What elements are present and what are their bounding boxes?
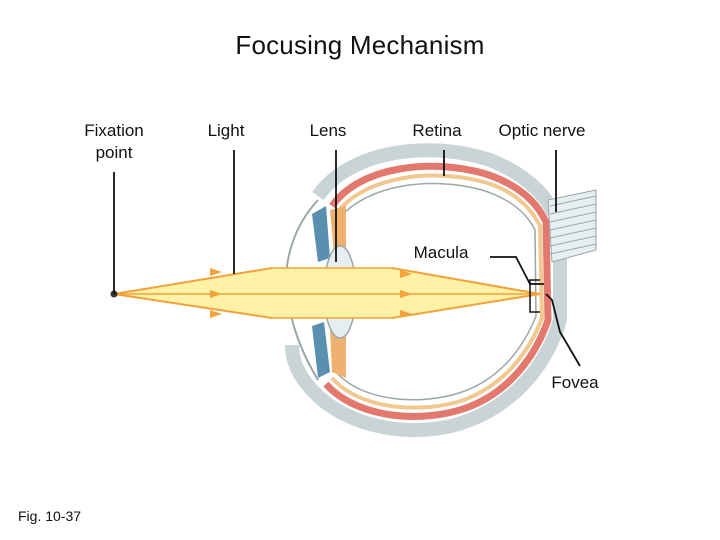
label-fixation-line1: Fixation	[84, 121, 144, 140]
label-macula: Macula	[413, 243, 469, 262]
arrow-icon	[210, 290, 222, 298]
label-lens: Lens	[309, 121, 347, 140]
sclera	[285, 143, 567, 438]
light-ray-upper-converge	[391, 267, 541, 295]
ciliary-body-upper	[312, 206, 330, 262]
ciliary-body-lower	[312, 322, 330, 378]
arrow-icon	[400, 270, 412, 278]
retina-layer	[330, 173, 545, 410]
diagram-title: Focusing Mechanism	[235, 30, 485, 60]
label-optic-nerve: Optic nerve	[498, 121, 586, 140]
light-ray-lower-edge	[113, 293, 273, 319]
leader-fovea	[545, 293, 581, 367]
label-fixation-line2: point	[95, 143, 133, 162]
arrow-icon	[210, 268, 222, 276]
macula-bracket	[529, 279, 540, 313]
leader-macula	[490, 256, 544, 285]
arrow-icon	[400, 310, 412, 318]
light-ray-upper-edge	[113, 267, 273, 295]
label-fovea: Fovea	[551, 373, 599, 392]
arrow-icon	[210, 310, 222, 318]
light-ray-lower-converge	[391, 293, 541, 319]
arrow-icon	[400, 290, 412, 298]
label-fixation-point: Fixation point	[72, 120, 156, 164]
optic-nerve	[547, 189, 597, 263]
ciliary-muscle-upper	[330, 206, 346, 254]
inner-boundary	[335, 182, 537, 401]
label-light: Light	[207, 121, 245, 140]
label-retina: Retina	[412, 121, 462, 140]
choroid	[323, 162, 552, 420]
figure-number: Fig. 10-37	[18, 508, 82, 524]
ciliary-muscle-lower	[330, 330, 346, 378]
light-beam	[113, 267, 541, 319]
